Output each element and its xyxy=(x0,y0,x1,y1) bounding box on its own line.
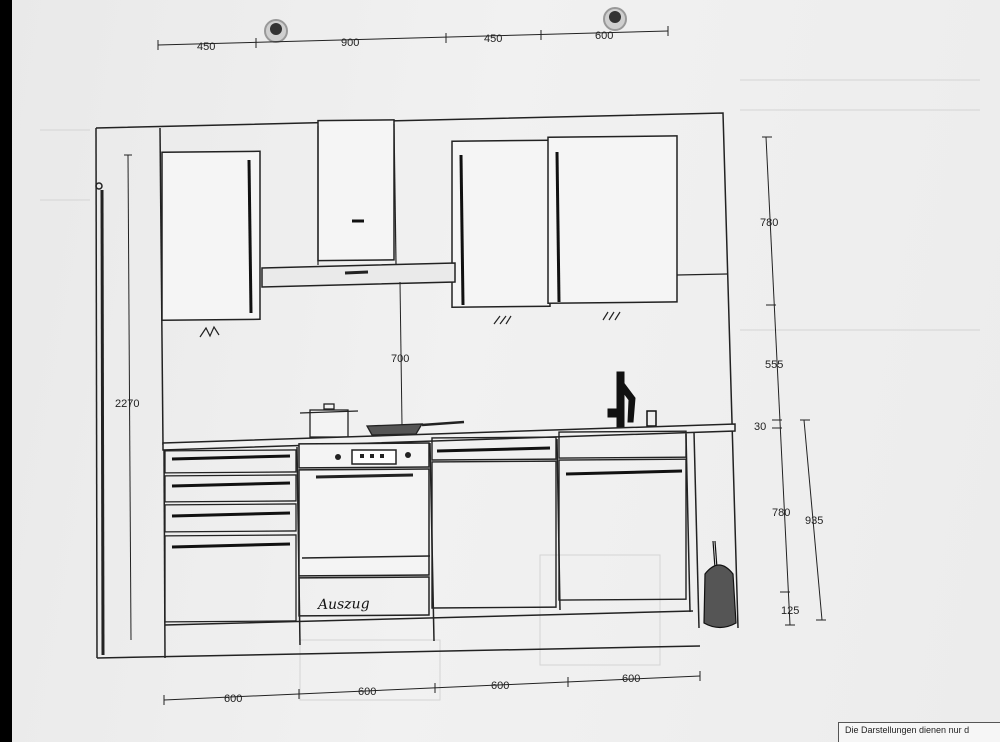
dim-bottom-2: 600 xyxy=(358,686,376,698)
right-dimension-labels: 780 555 30 780 125 935 xyxy=(754,217,823,617)
drawer-unit xyxy=(164,449,297,623)
upper-cabinet-door-2 xyxy=(547,135,678,305)
faucet xyxy=(607,371,657,428)
extractor-hood xyxy=(261,262,456,288)
oven-knobs xyxy=(335,452,411,460)
light-symbols xyxy=(199,311,621,338)
dim-base-total: 935 xyxy=(805,515,823,527)
dim-right-2: 555 xyxy=(765,359,783,371)
dim-top-1: 450 xyxy=(197,41,215,53)
upper-handles xyxy=(247,151,561,314)
ghost-lines xyxy=(40,79,980,701)
net-bag xyxy=(703,540,737,629)
base-door-handles xyxy=(436,446,683,476)
dim-right-5: 125 xyxy=(781,605,799,617)
upper-cabinet-door-1 xyxy=(451,139,551,309)
countertop xyxy=(162,423,736,451)
dim-bottom-3: 600 xyxy=(491,680,509,692)
dim-top-2: 900 xyxy=(341,37,359,49)
upper-cabinet-left xyxy=(161,150,261,322)
drawer-handles xyxy=(171,454,291,549)
punch-holes xyxy=(264,7,627,43)
base-doors xyxy=(431,430,687,609)
dim-top-4: 600 xyxy=(595,30,613,42)
dim-hood-height: 700 xyxy=(391,353,409,365)
dim-bottom-1: 600 xyxy=(224,693,242,705)
dim-bottom-4: 600 xyxy=(622,673,640,685)
handwritten-drawer-note: Auszug xyxy=(316,596,370,613)
dim-right-3: 30 xyxy=(754,421,766,433)
right-dimension-line xyxy=(762,136,826,626)
hood-height-line xyxy=(399,281,403,426)
dim-total-height: 2270 xyxy=(115,398,139,410)
outer-frame xyxy=(95,112,739,659)
top-dimension-labels: 450 900 450 600 xyxy=(197,30,613,53)
oven xyxy=(298,442,431,617)
bottom-dimension-labels: 600 600 600 600 xyxy=(224,673,640,705)
bottom-dimension-line xyxy=(163,671,701,705)
upper-cabinet-hood-top xyxy=(317,119,395,262)
left-dimension-line xyxy=(124,154,132,641)
dim-right-1: 780 xyxy=(760,217,778,229)
top-dimension-line xyxy=(157,26,669,50)
dim-top-3: 450 xyxy=(484,33,502,45)
upper-side-lines xyxy=(317,123,728,276)
drawing-sheet xyxy=(12,0,1000,742)
upper-cabinets xyxy=(161,119,678,322)
dim-right-4: 780 xyxy=(772,507,790,519)
cookware xyxy=(299,403,465,438)
footer-disclaimer: Die Darstellungen dienen nur d xyxy=(838,722,1000,742)
